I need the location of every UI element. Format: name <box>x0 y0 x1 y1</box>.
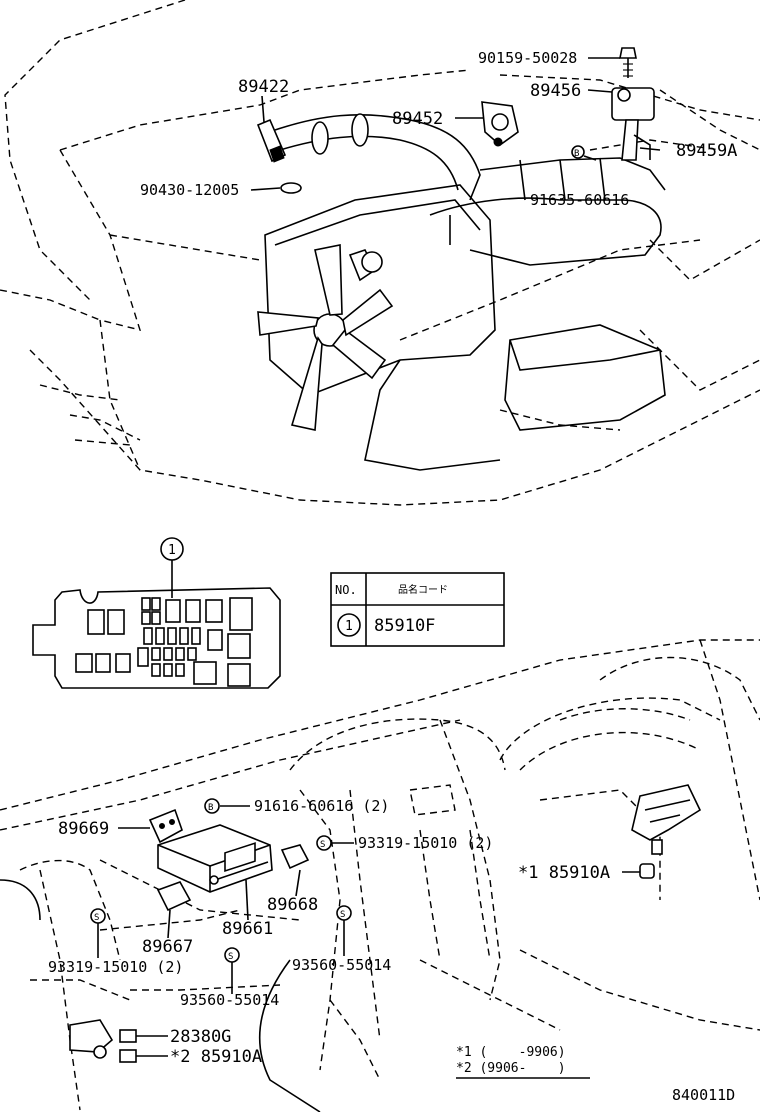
callout-85910a-x2: *2 85910A <box>170 1047 262 1067</box>
callout-93560-55014-left: 93560-55014 <box>180 991 279 1009</box>
callout-89669: 89669 <box>58 819 109 839</box>
callout-89661: 89661 <box>222 919 273 939</box>
callout-89667: 89667 <box>142 937 193 957</box>
fuse-block: 1 <box>32 537 281 689</box>
bolt-symbol-letter: B <box>574 149 579 159</box>
part-code-table: NO. 品名コード 1 85910F <box>330 572 505 647</box>
svg-text:S: S <box>228 952 233 962</box>
diagram-id: 840011D <box>672 1086 735 1104</box>
callout-28380g: 28380G <box>170 1027 231 1047</box>
dashboard-illustration: B S S S S <box>0 639 760 1112</box>
gasket <box>280 182 302 194</box>
callout-93560-55014-right: 93560-55014 <box>292 956 391 974</box>
svg-text:S: S <box>94 913 99 923</box>
callout-85910a-x1: *1 85910A <box>518 863 610 883</box>
circuit-opening-relay <box>631 784 702 841</box>
throttle-position-sensor <box>481 101 519 147</box>
callout-89422: 89422 <box>238 77 289 97</box>
fuse-block-marker: 1 <box>168 543 176 558</box>
callout-89668: 89668 <box>267 895 318 915</box>
relay-cluster <box>69 1019 137 1063</box>
callout-89459a: 89459A <box>676 141 737 161</box>
engine-bay-illustration: B <box>0 0 760 506</box>
callout-91635-60616: 91635-60616 <box>530 191 629 209</box>
callout-90159-50028: 90159-50028 <box>478 49 577 67</box>
table-row-code: 85910F <box>374 616 435 636</box>
cooling-fan <box>257 244 394 431</box>
table-header-code: 品名コード <box>398 583 448 596</box>
callout-90430-12005: 90430-12005 <box>140 181 239 199</box>
svg-text:S: S <box>320 840 325 850</box>
coolant-temp-sensor <box>256 118 287 163</box>
table-row-no: 1 <box>345 619 353 634</box>
ecu-upper-bracket <box>148 808 183 844</box>
legend: *1 ( -9906) *2 (9906- ) <box>456 1045 590 1079</box>
legend-line-1: *1 ( -9906) <box>456 1045 566 1060</box>
legend-line-2: *2 (9906- ) <box>456 1061 566 1076</box>
callout-89452: 89452 <box>392 109 443 129</box>
bolt-symbol-icon <box>571 145 585 159</box>
vacuum-sensor-assembly <box>611 47 655 161</box>
ecu-lower-bracket <box>156 881 192 912</box>
svg-text:B: B <box>208 803 213 813</box>
screw-symbol-icon: B S S S S <box>90 798 352 963</box>
callout-91616-60616: 91616-60616 (2) <box>254 797 389 815</box>
engine-control-unit <box>157 824 273 893</box>
callout-89456: 89456 <box>530 81 581 101</box>
ecu-side-bracket <box>280 844 310 870</box>
callout-93319-15010-right: 93319-15010 (2) <box>358 834 493 852</box>
svg-text:S: S <box>340 910 345 920</box>
callout-93319-15010-left: 93319-15010 (2) <box>48 958 183 976</box>
table-header-no: NO. <box>335 583 357 597</box>
